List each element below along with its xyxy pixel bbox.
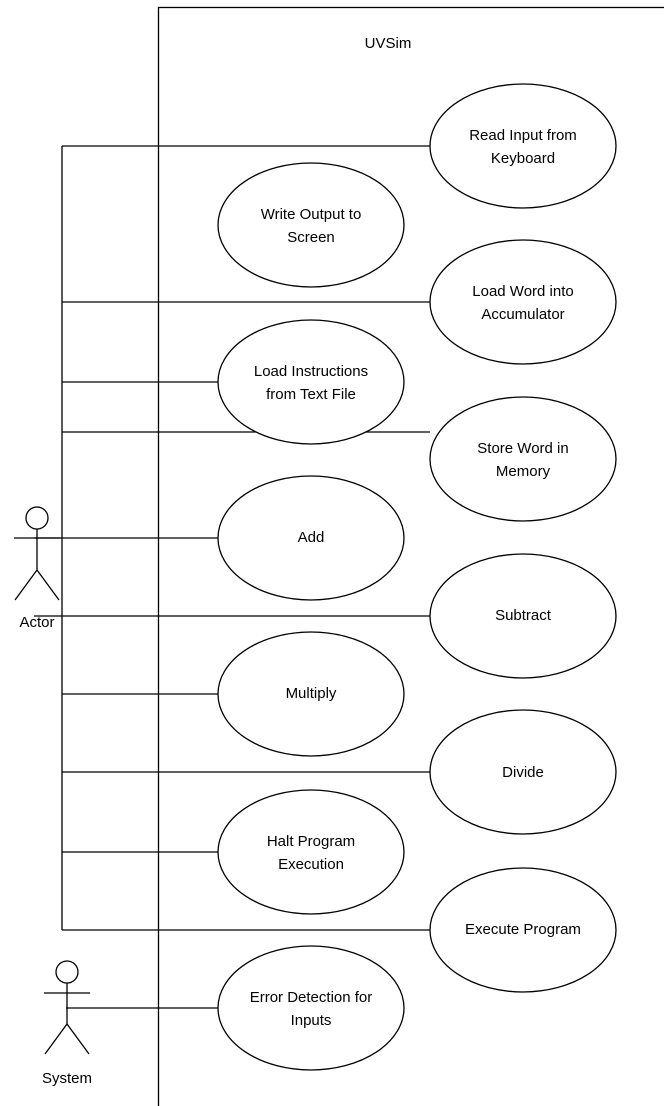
system-actor-label: System <box>42 1070 92 1087</box>
actor-label: Actor <box>19 614 54 631</box>
use-case-load-instructions-line1: Load Instructions <box>254 363 368 380</box>
use-case-execute-line1: Execute Program <box>465 921 581 938</box>
use-case-add-line1: Add <box>298 529 325 546</box>
use-case-multiply-line1: Multiply <box>286 685 337 702</box>
use-case-read-input-line1: Read Input from <box>469 127 577 144</box>
use-case-load-word-line2: Accumulator <box>481 306 564 323</box>
use-case-load-instructions[interactable]: Load Instructions from Text File <box>217 319 405 445</box>
use-case-load-word-line1: Load Word into <box>472 283 573 300</box>
use-case-write-output-line1: Write Output to <box>261 206 362 223</box>
use-case-divide[interactable]: Divide <box>429 709 617 835</box>
svg-text:Multiply: Multiply <box>286 685 337 702</box>
use-case-write-output-line2: Screen <box>287 229 335 246</box>
use-case-halt-line2: Execution <box>278 856 344 873</box>
use-case-multiply[interactable]: Multiply <box>217 631 405 757</box>
use-case-subtract-line1: Subtract <box>495 607 552 624</box>
use-case-halt-line1: Halt Program <box>267 833 355 850</box>
use-case-execute[interactable]: Execute Program <box>429 867 617 993</box>
system-actor-figure <box>44 960 90 1055</box>
system-boundary <box>157 6 664 1106</box>
use-case-subtract[interactable]: Subtract <box>429 553 617 679</box>
svg-text:Add: Add <box>298 529 325 546</box>
use-case-load-instructions-line2: from Text File <box>266 386 356 403</box>
use-case-error-detection-line2: Inputs <box>291 1012 332 1029</box>
use-case-store-word-line1: Store Word in <box>477 440 568 457</box>
actor-figure <box>14 506 60 601</box>
svg-text:Divide: Divide <box>502 764 544 781</box>
use-case-store-word[interactable]: Store Word in Memory <box>429 396 617 522</box>
use-case-error-detection-line1: Error Detection for <box>250 989 373 1006</box>
svg-text:Subtract: Subtract <box>495 607 552 624</box>
use-case-read-input-line2: Keyboard <box>491 150 555 167</box>
use-case-divide-line1: Divide <box>502 764 544 781</box>
system-title: UVSim <box>365 35 412 52</box>
actor-connectors <box>34 145 430 931</box>
use-case-store-word-line2: Memory <box>496 463 551 480</box>
svg-text:Execute Program: Execute Program <box>465 921 581 938</box>
use-case-add[interactable]: Add <box>217 475 405 601</box>
use-case-write-output[interactable]: Write Output to Screen <box>217 162 405 288</box>
